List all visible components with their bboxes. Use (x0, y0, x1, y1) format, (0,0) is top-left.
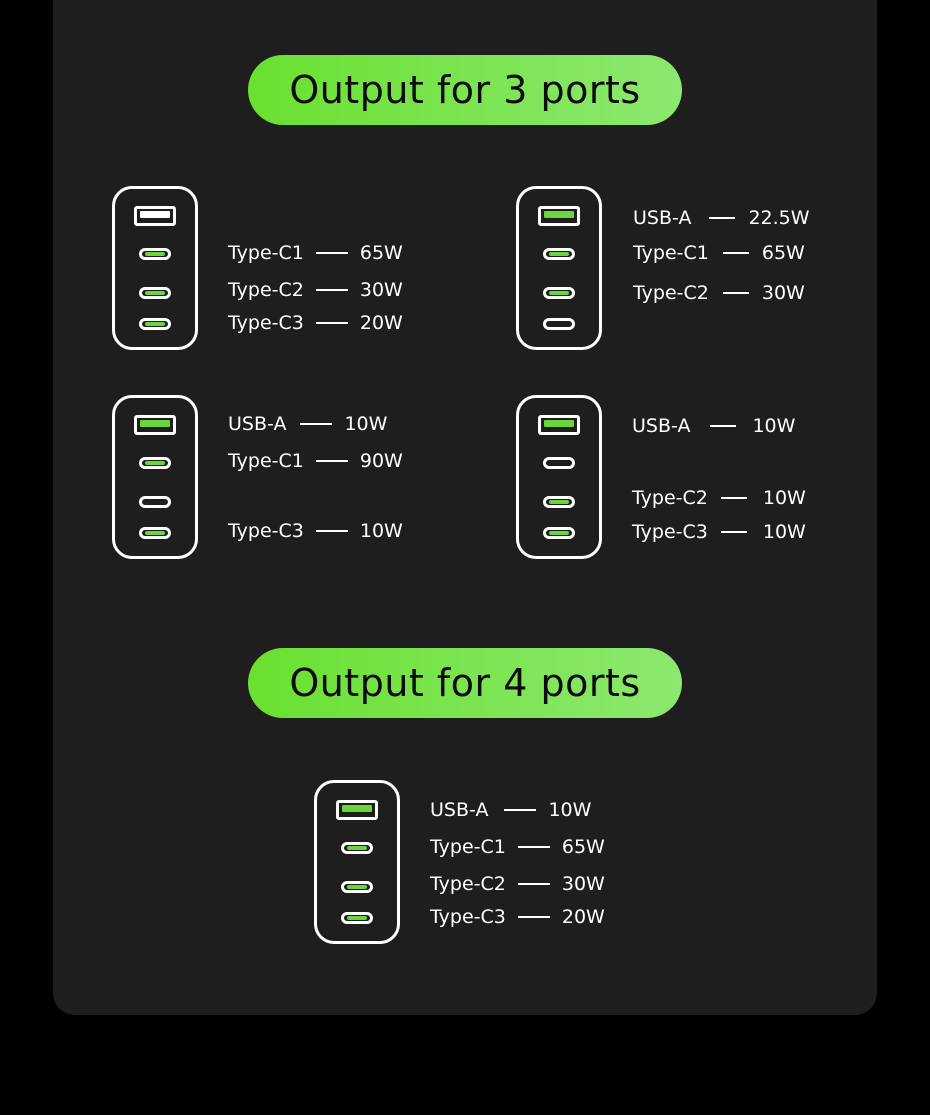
output-row: Type-C3 10W (632, 519, 806, 545)
port-wattage: 10W (752, 415, 796, 437)
usb-a-port-icon (538, 206, 580, 226)
port-label: USB-A (430, 799, 489, 821)
port-label: Type-C1 (430, 836, 506, 858)
port-wattage: 30W (359, 279, 403, 301)
output-row: Type-C1 65W (430, 834, 605, 860)
charger-icon (516, 395, 602, 559)
charger-icon (516, 186, 602, 350)
output-row: USB-A 10W (228, 411, 387, 437)
port-wattage: 10W (762, 521, 806, 543)
usb-a-port-icon (538, 415, 580, 435)
port-wattage: 22.5W (748, 207, 810, 229)
type-c1-port-icon (139, 248, 171, 260)
output-row: Type-C2 30W (430, 871, 605, 897)
dash-line (315, 252, 348, 254)
port-label: USB-A (632, 415, 691, 437)
dash-line (517, 916, 550, 918)
output-row: Type-C3 20W (228, 310, 403, 336)
dash-line (315, 289, 348, 291)
type-c3-port-icon (341, 912, 373, 924)
dash-line (315, 530, 348, 532)
port-wattage: 10W (344, 413, 388, 435)
type-c1-port-icon (139, 457, 171, 469)
port-label: Type-C3 (632, 521, 708, 543)
output-row: USB-A 10W (632, 413, 795, 439)
dash-line (720, 497, 747, 499)
port-wattage: 65W (561, 836, 605, 858)
output-row: Type-C1 90W (228, 448, 403, 474)
port-label: Type-C3 (430, 906, 506, 928)
type-c2-port-icon (139, 287, 171, 299)
dash-line (315, 460, 348, 462)
type-c2-port-icon (543, 287, 575, 299)
output-row: Type-C1 65W (228, 240, 403, 266)
usb-a-port-icon (134, 415, 176, 435)
dash-line (504, 809, 537, 811)
charger-icon (112, 186, 198, 350)
type-c3-port-icon (543, 318, 575, 330)
type-c1-port-icon (341, 842, 373, 854)
usb-a-port-icon (336, 800, 378, 820)
port-label: Type-C2 (632, 487, 708, 509)
port-wattage: 20W (359, 312, 403, 334)
output-row: Type-C2 30W (633, 280, 805, 306)
dash-line (300, 423, 333, 425)
four-ports-title: Output for 4 ports (248, 648, 682, 718)
dash-line (722, 252, 749, 254)
port-label: Type-C1 (228, 242, 304, 264)
output-row: Type-C3 10W (228, 518, 403, 544)
output-row: USB-A 10W (430, 797, 591, 823)
usb-a-port-icon (134, 206, 176, 226)
port-label: USB-A (633, 207, 692, 229)
port-wattage: 30W (561, 873, 605, 895)
dash-line (517, 883, 550, 885)
port-label: Type-C3 (228, 520, 304, 542)
dash-line (722, 292, 749, 294)
three-ports-title: Output for 3 ports (248, 55, 682, 125)
type-c2-port-icon (341, 881, 373, 893)
port-label: Type-C1 (633, 242, 709, 264)
type-c3-port-icon (543, 527, 575, 539)
dash-line (315, 322, 348, 324)
output-row: Type-C3 20W (430, 904, 605, 930)
port-wattage: 30W (761, 282, 805, 304)
output-row: USB-A 22.5W (633, 205, 810, 231)
port-label: Type-C3 (228, 312, 304, 334)
type-c2-port-icon (139, 496, 171, 508)
output-row: Type-C1 65W (633, 240, 805, 266)
port-wattage: 10W (548, 799, 592, 821)
type-c2-port-icon (543, 496, 575, 508)
dash-line (517, 846, 550, 848)
port-label: Type-C1 (228, 450, 304, 472)
dash-line (720, 531, 747, 533)
charger-icon (112, 395, 198, 559)
port-label: Type-C2 (430, 873, 506, 895)
port-wattage: 65W (761, 242, 805, 264)
type-c1-port-icon (543, 248, 575, 260)
output-row: Type-C2 30W (228, 277, 403, 303)
port-wattage: 20W (561, 906, 605, 928)
content-panel (53, 0, 877, 1015)
dash-line (709, 217, 736, 219)
type-c1-port-icon (543, 457, 575, 469)
port-label: Type-C2 (633, 282, 709, 304)
port-wattage: 10W (762, 487, 806, 509)
port-wattage: 90W (359, 450, 403, 472)
type-c3-port-icon (139, 318, 171, 330)
port-wattage: 65W (359, 242, 403, 264)
dash-line (710, 425, 737, 427)
port-label: Type-C2 (228, 279, 304, 301)
port-wattage: 10W (359, 520, 403, 542)
type-c3-port-icon (139, 527, 171, 539)
output-row: Type-C2 10W (632, 485, 806, 511)
charger-icon (314, 780, 400, 944)
port-label: USB-A (228, 413, 287, 435)
